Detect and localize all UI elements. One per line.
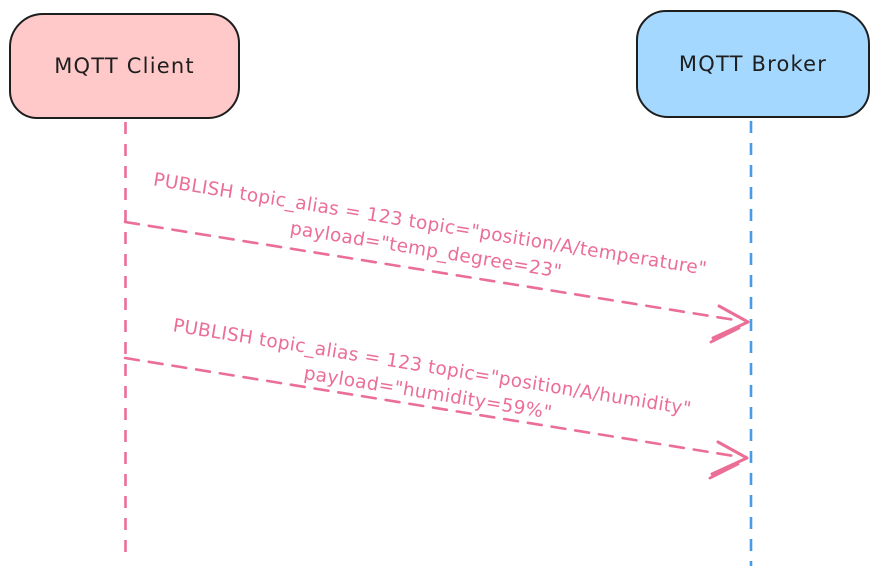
actor-label-mqtt-client: MQTT Client	[54, 54, 195, 78]
publish-arrow-2-shaft	[123, 356, 736, 458]
publish-arrow-1-head-double-stroke	[709, 326, 741, 344]
publish-arrow-1-head-icon	[711, 304, 750, 340]
publish-arrow-2-head-double-stroke	[708, 462, 740, 480]
publish-arrow-1-shaft	[123, 220, 737, 322]
publish-arrow-2-head-icon	[710, 440, 749, 476]
actor-label-mqtt-broker: MQTT Broker	[678, 52, 828, 76]
actor-box-mqtt-broker: MQTT Broker	[636, 10, 870, 118]
actor-box-mqtt-client: MQTT Client	[9, 13, 240, 119]
